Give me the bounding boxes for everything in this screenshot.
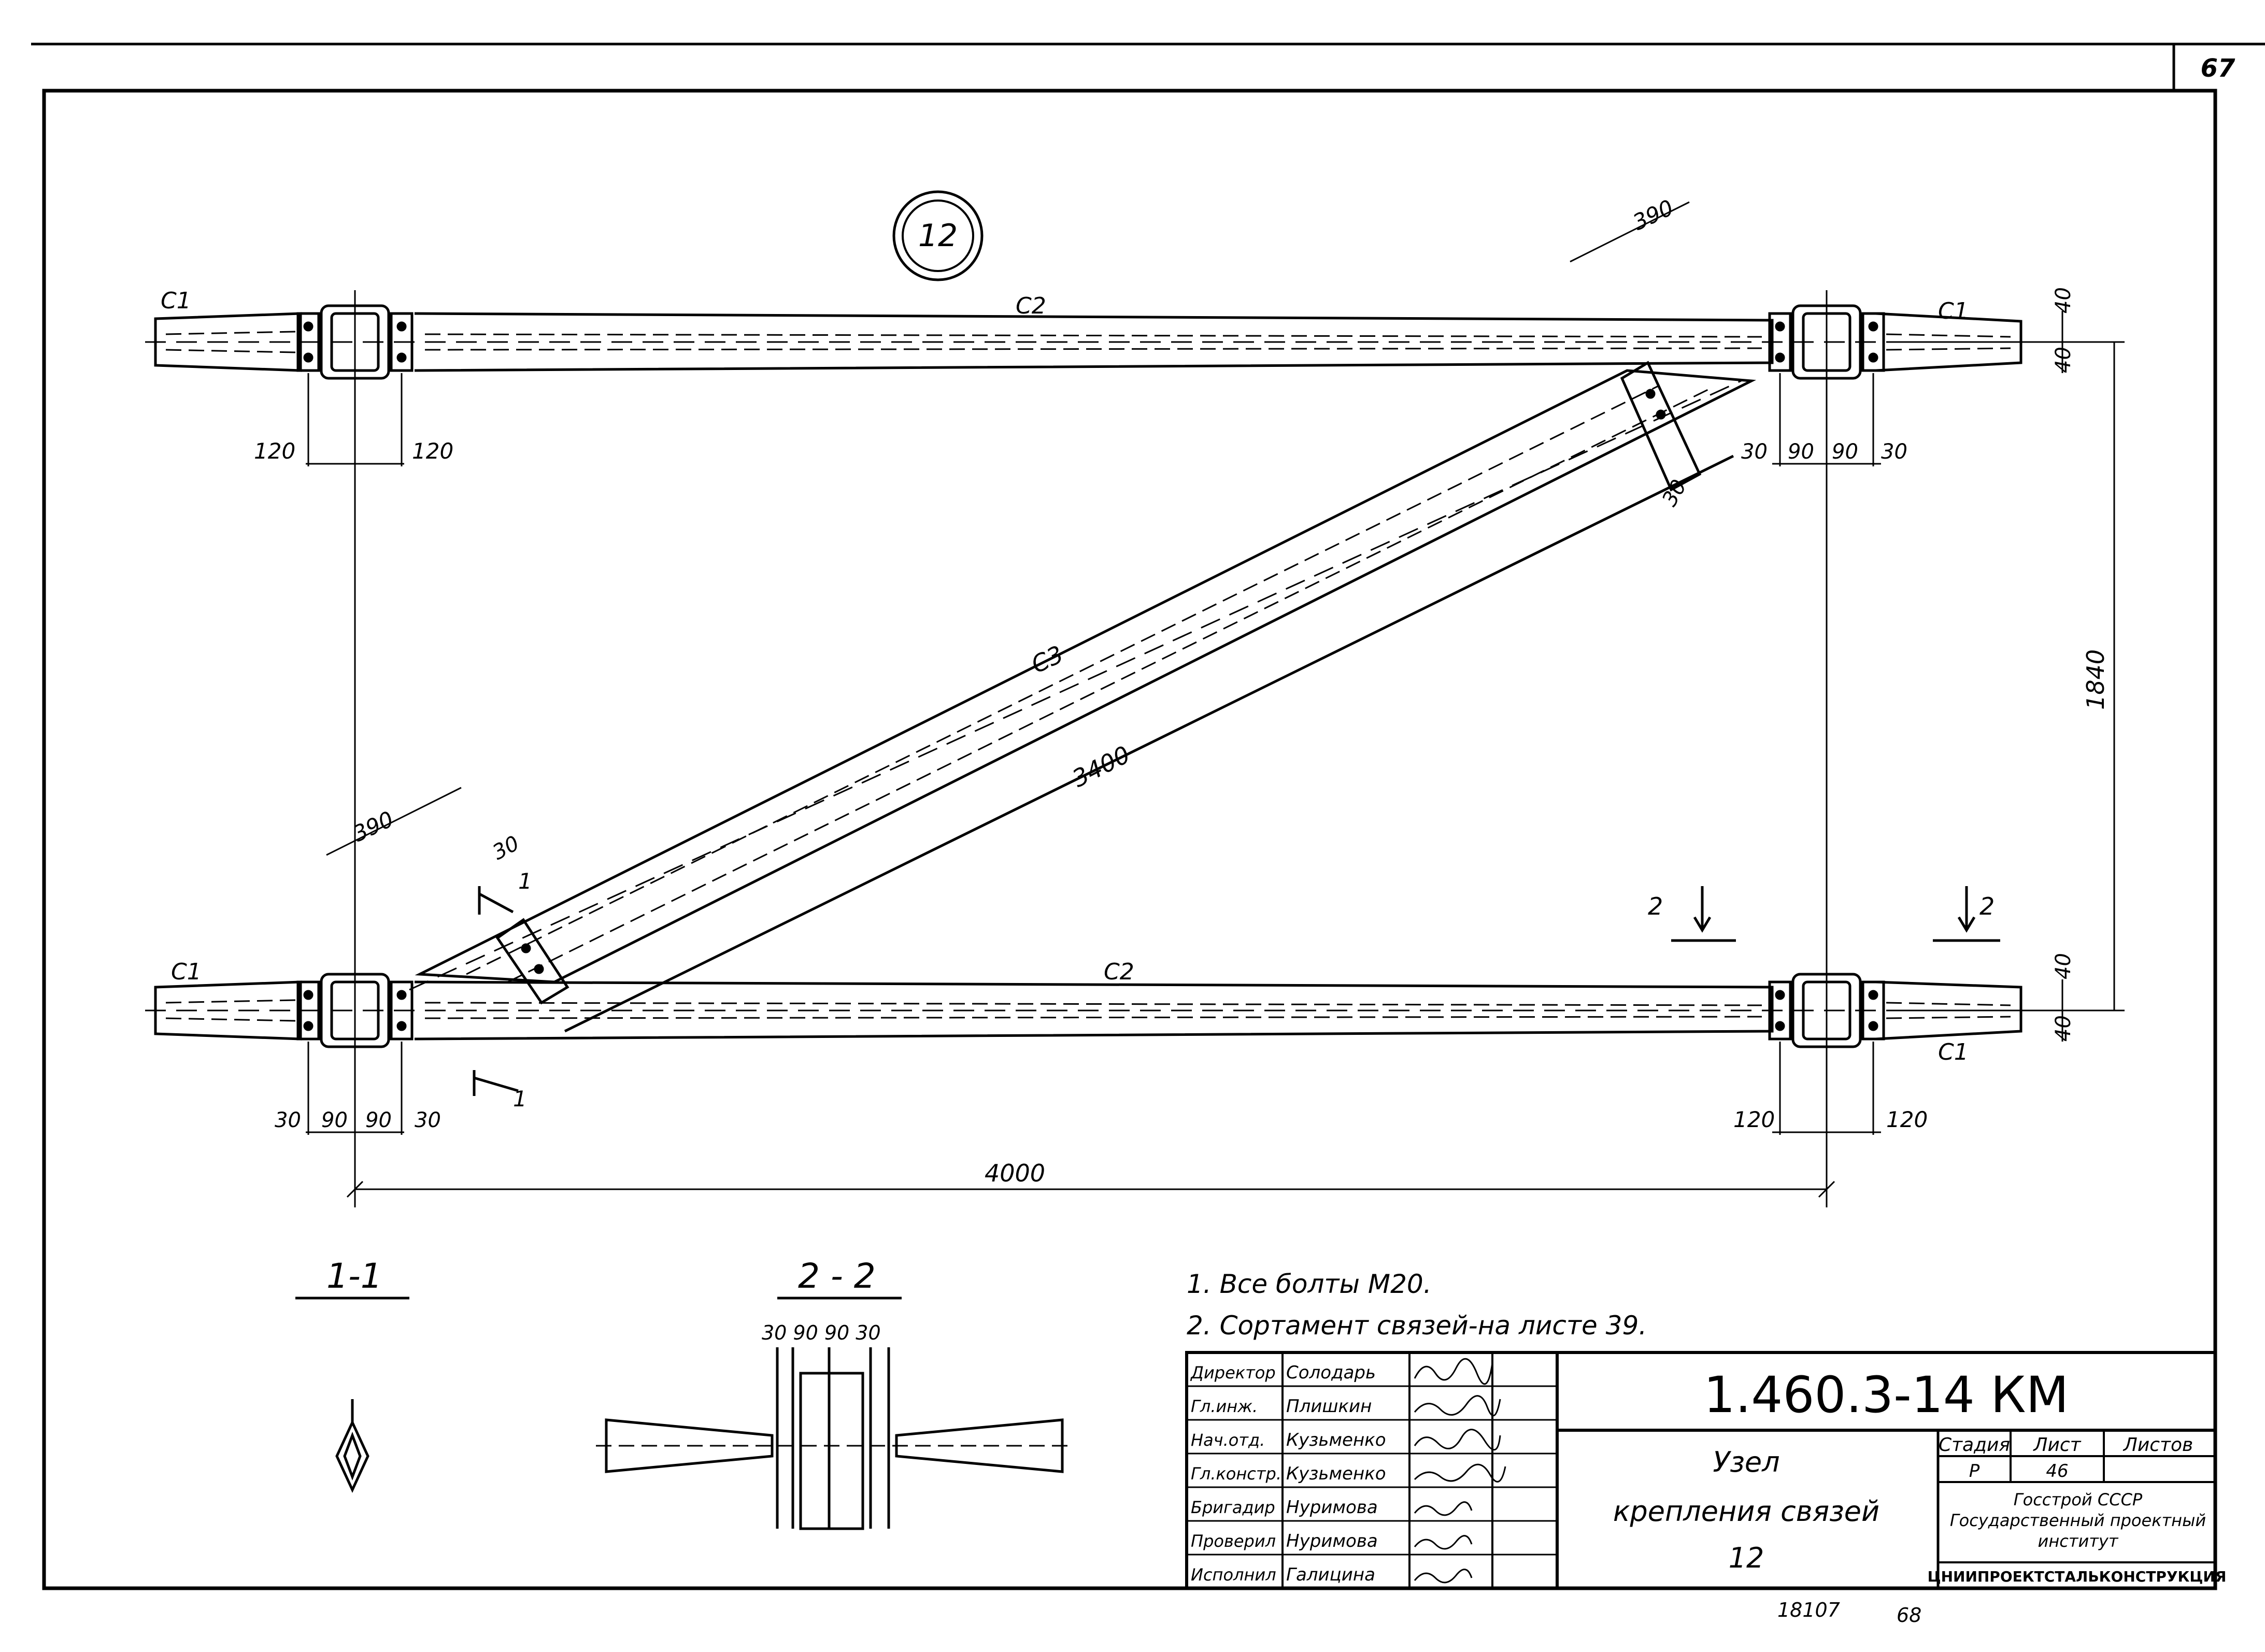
sig-role: Бригадир	[1191, 1498, 1275, 1517]
section-2-right-label: 2	[1979, 892, 1995, 920]
sig-name: Плишкин	[1286, 1396, 1372, 1417]
sig-name: Солодарь	[1286, 1362, 1376, 1383]
svg-text:120: 120	[254, 438, 295, 464]
sheets-header: Листов	[2122, 1434, 2193, 1456]
section-2-title: 2 - 2	[798, 1256, 876, 1296]
svg-text:4000: 4000	[985, 1159, 1045, 1187]
stage-value: Р	[1969, 1461, 1980, 1482]
detail-mark: 12	[892, 190, 984, 281]
svg-text:90: 90	[321, 1108, 348, 1132]
sig-name: Нуримова	[1286, 1497, 1378, 1518]
section-1-bottom-label: 1	[513, 1086, 527, 1112]
svg-text:40: 40	[2052, 953, 2075, 979]
sig-name: Галицина	[1286, 1564, 1375, 1585]
org-name: ЦНИИПРОЕКТСТАЛЬКОНСТРУКЦИЯ	[1928, 1568, 2227, 1585]
svg-text:120: 120	[1733, 1107, 1775, 1132]
org-line-1: Госстрой СССР	[2014, 1490, 2143, 1509]
section-1-detail	[335, 1399, 369, 1493]
section-2-dims: 30 90 90 30	[762, 1321, 881, 1344]
org-line-3: институт	[2038, 1531, 2119, 1551]
sig-role: Гл.инж.	[1191, 1397, 1258, 1416]
svg-text:30: 30	[275, 1108, 301, 1132]
inventory-number: 18107	[1777, 1599, 1840, 1621]
drawing-title-line-2: крепления связей	[1613, 1495, 1879, 1528]
member-labels: C1 C2 C1 C1 C2 C1 C3	[161, 288, 1969, 1065]
note-1: 1. Все болты М20.	[1187, 1269, 1432, 1299]
sig-name: Нуримова	[1286, 1531, 1378, 1551]
section-marker-2	[1671, 886, 2000, 942]
sheet-header: Лист	[2032, 1434, 2081, 1456]
svg-text:90: 90	[1832, 440, 1858, 464]
svg-text:3400: 3400	[1067, 740, 1134, 793]
sheet-value: 46	[2046, 1461, 2068, 1482]
org-line-2: Государственный проектный	[1950, 1511, 2206, 1530]
page-number: 67	[2201, 54, 2235, 83]
svg-text:40: 40	[2052, 287, 2075, 314]
section-2-detail	[596, 1347, 1073, 1530]
drawing-title-line-3: 12	[1729, 1542, 1764, 1574]
column-axes	[354, 290, 1828, 1207]
svg-text:30: 30	[1741, 440, 1768, 464]
svg-text:12: 12	[918, 218, 958, 254]
top-chord	[145, 312, 2047, 372]
sig-role: Проверил	[1191, 1531, 1276, 1551]
title-block	[1185, 1351, 2217, 1590]
sheet-frame	[42, 89, 2217, 1590]
svg-text:C1: C1	[161, 288, 191, 314]
svg-text:120: 120	[412, 438, 453, 464]
svg-text:40: 40	[2052, 1015, 2075, 1042]
sig-role: Нач.отд.	[1191, 1430, 1265, 1450]
svg-text:90: 90	[365, 1108, 392, 1132]
signature-table: Директор Солодарь Гл.инж. Плишкин Нач.от…	[1190, 1362, 1386, 1585]
handwritten-signatures	[1414, 1358, 1506, 1584]
svg-text:C1: C1	[171, 959, 202, 985]
section-marker-1	[473, 886, 519, 1096]
svg-text:30: 30	[415, 1108, 441, 1132]
svg-text:1840: 1840	[2082, 649, 2110, 710]
svg-text:30: 30	[489, 831, 523, 865]
svg-text:C2: C2	[1016, 293, 1046, 319]
svg-text:C1: C1	[1938, 298, 1969, 324]
note-2: 2. Сортамент связей-на листе 39.	[1187, 1311, 1647, 1341]
svg-text:90: 90	[1788, 440, 1814, 464]
svg-text:120: 120	[1886, 1107, 1928, 1132]
sig-name: Кузьменко	[1286, 1463, 1386, 1484]
dimension-lines	[306, 201, 2125, 1198]
section-1-top-label: 1	[518, 868, 532, 894]
section-2-left-label: 2	[1648, 892, 1663, 920]
drawing-title-line-1: Узел	[1713, 1446, 1779, 1478]
stage-header: Стадия	[1939, 1434, 2010, 1456]
svg-text:30: 30	[1881, 440, 1907, 464]
section-1-title: 1-1	[326, 1256, 382, 1296]
diagonal-brace	[409, 361, 1757, 1033]
svg-text:40: 40	[2052, 347, 2075, 373]
svg-text:C1: C1	[1938, 1039, 1969, 1065]
sig-role: Гл.констр.	[1191, 1464, 1281, 1484]
svg-text:C2: C2	[1104, 959, 1134, 985]
document-code: 1.460.3-14 КМ	[1704, 1366, 2069, 1424]
bottom-page-number: 68	[1897, 1604, 1921, 1627]
sig-role: Директор	[1190, 1363, 1276, 1383]
sig-name: Кузьменко	[1286, 1430, 1386, 1450]
sig-role: Исполнил	[1191, 1565, 1276, 1585]
svg-text:C3: C3	[1027, 640, 1067, 679]
bottom-chord	[145, 980, 2047, 1041]
